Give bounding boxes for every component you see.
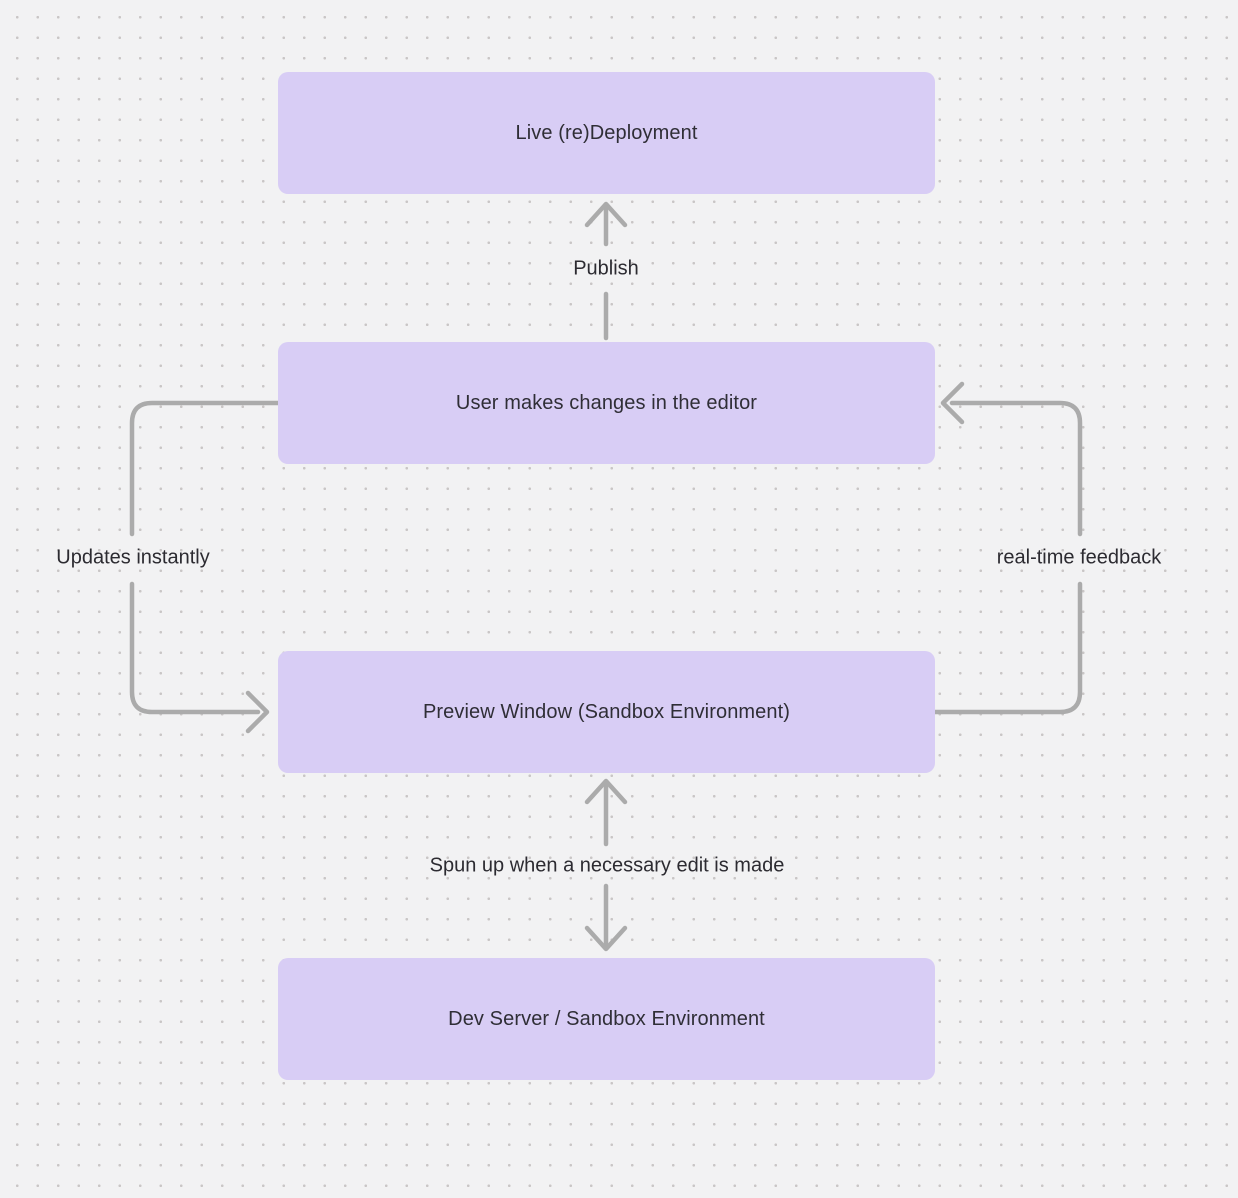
edge-updates-instantly[interactable] bbox=[129, 400, 281, 734]
node-dev-server[interactable]: Dev Server / Sandbox Environment bbox=[278, 958, 935, 1080]
edge-updates-instantly-line-lower[interactable] bbox=[129, 581, 261, 715]
edge-updates-instantly-head[interactable] bbox=[245, 690, 270, 734]
edge-real-time-feedback-line-upper[interactable] bbox=[949, 400, 1083, 537]
edge-label-real-time-feedback[interactable]: real-time feedback bbox=[996, 546, 1162, 569]
node-preview-window[interactable]: Preview Window (Sandbox Environment) bbox=[278, 651, 935, 773]
edge-spun-up[interactable] bbox=[584, 778, 628, 952]
node-user-editor[interactable]: User makes changes in the editor bbox=[278, 342, 935, 464]
edge-real-time-feedback-line-lower[interactable] bbox=[932, 581, 1083, 715]
node-live-redeployment-label: Live (re)Deployment bbox=[515, 121, 698, 144]
edge-real-time-feedback-head[interactable] bbox=[940, 381, 965, 425]
edge-label-publish[interactable]: Publish bbox=[573, 257, 639, 280]
edge-publish[interactable] bbox=[584, 201, 628, 341]
node-dev-server-label: Dev Server / Sandbox Environment bbox=[448, 1007, 765, 1030]
edge-publish-head[interactable] bbox=[584, 201, 628, 228]
edge-real-time-feedback[interactable] bbox=[932, 381, 1083, 715]
edge-label-spun-up[interactable]: Spun up when a necessary edit is made bbox=[429, 854, 785, 877]
node-user-editor-label: User makes changes in the editor bbox=[455, 391, 758, 414]
node-live-redeployment[interactable]: Live (re)Deployment bbox=[278, 72, 935, 194]
node-preview-window-label: Preview Window (Sandbox Environment) bbox=[422, 700, 791, 723]
edge-label-updates-instantly[interactable]: Updates instantly bbox=[56, 546, 210, 569]
edge-spun-up-head-down[interactable] bbox=[584, 925, 628, 952]
edge-updates-instantly-line-upper[interactable] bbox=[129, 400, 281, 537]
edge-spun-up-head-up[interactable] bbox=[584, 778, 628, 805]
